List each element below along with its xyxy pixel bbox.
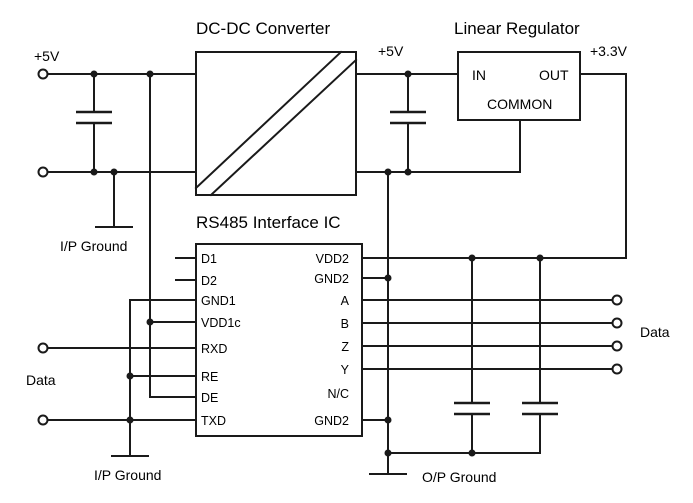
mid-5v-label: +5V bbox=[378, 43, 404, 59]
regulator-common-label: COMMON bbox=[487, 96, 552, 112]
linear-regulator-box bbox=[457, 51, 581, 121]
pin-re-label: RE bbox=[201, 370, 218, 384]
output-data-lines bbox=[361, 294, 623, 375]
pin-gnd2-top-label: GND2 bbox=[314, 272, 349, 286]
data-terminal-a bbox=[611, 294, 623, 306]
dcdc-converter-title: DC-DC Converter bbox=[196, 19, 330, 38]
output-capacitors bbox=[454, 254, 558, 454]
dcdc-converter-box bbox=[195, 51, 357, 196]
pin-z-label: Z bbox=[341, 340, 349, 354]
input-power-section bbox=[37, 68, 197, 326]
input-5v-label: +5V bbox=[34, 48, 60, 64]
pin-txd-label: TXD bbox=[201, 414, 226, 428]
data-label-left: Data bbox=[26, 372, 56, 388]
data-label-right: Data bbox=[640, 324, 670, 340]
pin-gnd1-label: GND1 bbox=[201, 294, 236, 308]
linear-regulator-title: Linear Regulator bbox=[454, 19, 580, 38]
pin-vdd2-label: VDD2 bbox=[316, 252, 349, 266]
ip-ground-label-bottom: I/P Ground bbox=[94, 467, 161, 483]
pin-b-label: B bbox=[341, 317, 349, 331]
rs485-ic-box bbox=[195, 243, 363, 437]
data-terminal-b bbox=[611, 317, 623, 329]
txd-terminal bbox=[37, 414, 49, 426]
ip-ground-label-top: I/P Ground bbox=[60, 238, 127, 254]
input-data-lines bbox=[37, 257, 197, 457]
pin-d2-label: D2 bbox=[201, 274, 217, 288]
dcdc-converter bbox=[194, 50, 358, 197]
rs485-title: RS485 Interface IC bbox=[196, 213, 341, 232]
pin-gnd2-bottom-label: GND2 bbox=[314, 414, 349, 428]
pin-y-label: Y bbox=[341, 363, 350, 377]
output-power-section bbox=[355, 70, 521, 176]
regulator-out-label: OUT bbox=[539, 67, 569, 83]
pin-rxd-label: RXD bbox=[201, 342, 227, 356]
linear-regulator bbox=[457, 51, 581, 121]
input-return-terminal bbox=[37, 166, 49, 178]
input-5v-terminal bbox=[37, 68, 49, 80]
rxd-terminal bbox=[37, 342, 49, 354]
op-ground-label: O/P Ground bbox=[422, 469, 496, 485]
pin-vdd1c-label: VDD1c bbox=[201, 316, 241, 330]
data-terminal-z bbox=[611, 340, 623, 352]
output-3v3-label: +3.3V bbox=[590, 43, 628, 59]
pin-nc-label: N/C bbox=[327, 387, 349, 401]
pin-a-label: A bbox=[341, 294, 350, 308]
regulator-in-label: IN bbox=[472, 67, 486, 83]
data-terminal-y bbox=[611, 363, 623, 375]
pin-de-label: DE bbox=[201, 391, 218, 405]
pin-d1-label: D1 bbox=[201, 252, 217, 266]
